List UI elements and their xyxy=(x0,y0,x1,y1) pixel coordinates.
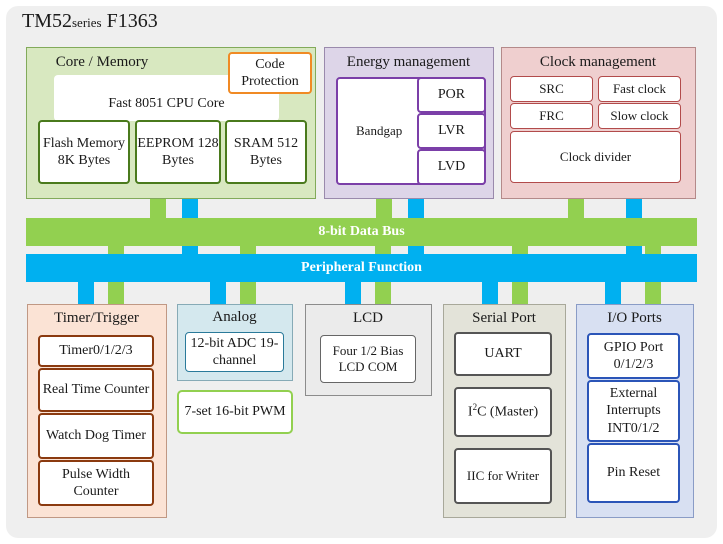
core-memory-panel: Core / Memory Fast 8051 CPU Core Code Pr… xyxy=(26,47,316,199)
i2c-superscript: 2 xyxy=(472,402,478,413)
lcd-blue-connector xyxy=(345,282,361,304)
peripheral-bus-label: Peripheral Function xyxy=(301,260,422,275)
clock-management-title: Clock management xyxy=(539,54,657,70)
serial-port-title: Serial Port xyxy=(472,310,536,326)
bandgap-label: Bandgap xyxy=(356,122,403,138)
data-bus: 8-bit Data Bus xyxy=(26,218,697,246)
timer0123-block: Timer0/1/2/3 xyxy=(38,335,154,367)
por-label: POR xyxy=(437,87,466,103)
i2c-suffix: C (Master) xyxy=(477,405,539,421)
lcd-panel: LCD Four 1/2 Bias LCD COM xyxy=(305,304,432,396)
gpio-port-label: GPIO Port 0/1/2/3 xyxy=(603,339,664,373)
slow-clock-label: Slow clock xyxy=(610,107,669,123)
gpio-port-block: GPIO Port 0/1/2/3 xyxy=(587,333,680,379)
adc-block: 12-bit ADC 19-channel xyxy=(185,332,284,372)
external-interrupts-block: External Interrupts INT0/1/2 xyxy=(587,380,680,442)
analog-title: Analog xyxy=(212,309,257,325)
diagram-title: TM52series F1363 xyxy=(22,10,158,33)
pwm-label: 7-set 16-bit PWM xyxy=(184,404,286,420)
pulse-width-counter-block: Pulse Width Counter xyxy=(38,460,154,506)
i2c-block: I2C (Master) xyxy=(454,387,552,437)
peripheral-bus: Peripheral Function xyxy=(26,254,697,282)
watch-dog-timer-block: Watch Dog Timer xyxy=(38,413,154,459)
clock-divider-block: Clock divider xyxy=(510,131,681,183)
title-series: series xyxy=(72,15,102,30)
fast-clock-block: Fast clock xyxy=(598,76,681,102)
pulse-width-counter-label: Pulse Width Counter xyxy=(61,466,131,500)
flash-memory-block: Flash Memory 8K Bytes xyxy=(38,120,130,184)
iic-writer-block: IIC for Writer xyxy=(454,448,552,504)
io-blue-connector xyxy=(605,282,621,304)
fast-clock-label: Fast clock xyxy=(612,80,667,96)
flash-memory-label: Flash Memory 8K Bytes xyxy=(42,135,126,169)
io-ports-title: I/O Ports xyxy=(607,310,662,326)
code-protection-block: Code Protection xyxy=(228,52,312,94)
serial-port-panel: Serial Port UART I2C (Master) IIC for Wr… xyxy=(443,304,566,518)
real-time-counter-label: Real Time Counter xyxy=(42,382,150,398)
timer-trigger-panel: Timer/Trigger Timer0/1/2/3 Real Time Cou… xyxy=(27,304,167,518)
timer-trigger-title: Timer/Trigger xyxy=(54,310,139,326)
io-ports-panel: I/O Ports GPIO Port 0/1/2/3 External Int… xyxy=(576,304,694,518)
lvd-label: LVD xyxy=(437,159,466,175)
core-memory-title: Core / Memory xyxy=(55,54,149,70)
eeprom-block: EEPROM 128 Bytes xyxy=(135,120,221,184)
frc-block: FRC xyxy=(510,103,593,129)
clock-divider-label: Clock divider xyxy=(559,148,632,164)
timer0123-label: Timer0/1/2/3 xyxy=(59,343,133,359)
watch-dog-timer-label: Watch Dog Timer xyxy=(46,428,146,444)
clock-management-panel: Clock management SRC Fast clock FRC Slow… xyxy=(501,47,696,199)
energy-management-panel: Energy management Bandgap POR LVR LVD xyxy=(324,47,494,199)
pwm-block: 7-set 16-bit PWM xyxy=(177,390,293,434)
uart-block: UART xyxy=(454,332,552,376)
real-time-counter-block: Real Time Counter xyxy=(38,368,154,412)
core-green-connector xyxy=(150,198,166,220)
analog-panel: Analog 12-bit ADC 19-channel xyxy=(177,304,293,381)
lvr-block: LVR xyxy=(417,113,486,149)
cpu-core-block: Fast 8051 CPU Core xyxy=(54,75,279,121)
lcd-com-label: Four 1/2 Bias LCD COM xyxy=(332,342,404,374)
slow-clock-block: Slow clock xyxy=(598,103,681,129)
energy-green-connector xyxy=(376,198,392,220)
src-label: SRC xyxy=(539,80,564,96)
lcd-title: LCD xyxy=(353,310,383,326)
serial-blue-connector xyxy=(482,282,498,304)
frc-label: FRC xyxy=(539,107,564,123)
energy-management-title: Energy management xyxy=(346,54,471,70)
uart-label: UART xyxy=(484,346,522,362)
lvd-block: LVD xyxy=(417,149,486,185)
timer-blue-connector xyxy=(78,282,94,306)
adc-label: 12-bit ADC 19-channel xyxy=(190,335,279,369)
analog-blue-connector xyxy=(210,282,226,304)
eeprom-label: EEPROM 128 Bytes xyxy=(137,135,219,169)
title-model: F1363 xyxy=(106,10,158,32)
title-prefix: TM52 xyxy=(22,10,72,32)
pin-reset-block: Pin Reset xyxy=(587,443,680,503)
src-block: SRC xyxy=(510,76,593,102)
pin-reset-label: Pin Reset xyxy=(606,465,661,481)
sram-label: SRAM 512 Bytes xyxy=(233,135,299,169)
i2c-label: I2C (Master) xyxy=(468,402,538,421)
iic-writer-label: IIC for Writer xyxy=(466,467,540,483)
lvr-label: LVR xyxy=(438,123,465,139)
code-protection-label: Code Protection xyxy=(241,56,299,90)
i2c-prefix: I xyxy=(467,405,473,421)
clock-green-connector xyxy=(568,198,584,220)
external-interrupts-label: External Interrupts INT0/1/2 xyxy=(606,385,661,436)
sram-block: SRAM 512 Bytes xyxy=(225,120,307,184)
por-block: POR xyxy=(417,77,486,113)
cpu-core-label: Fast 8051 CPU Core xyxy=(108,96,225,111)
lcd-com-block: Four 1/2 Bias LCD COM xyxy=(320,335,416,383)
data-bus-label: 8-bit Data Bus xyxy=(318,224,405,239)
